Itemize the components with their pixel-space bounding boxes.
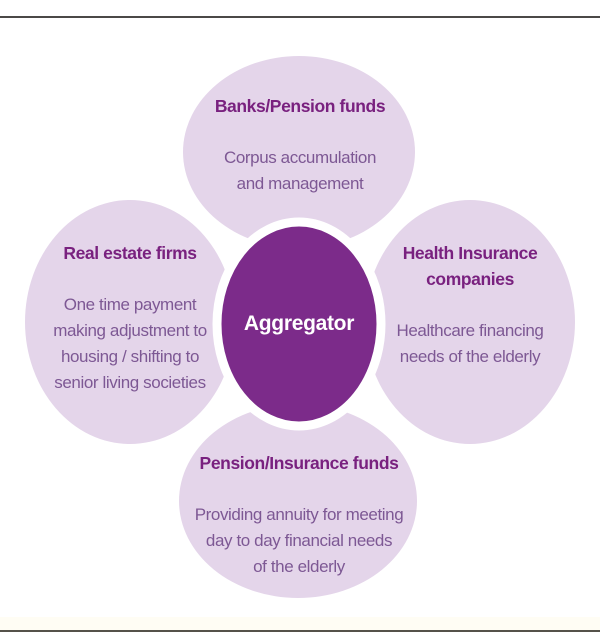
petal-ellipse-real-estate-firms: [25, 200, 235, 444]
top-border-line: [0, 16, 600, 18]
bottom-border-line: [0, 630, 600, 632]
petal-ellipse-banks-pension-funds: [183, 56, 415, 248]
petal-ellipse-pension-insurance-funds: [179, 404, 417, 598]
center-aggregator-ellipse: [212, 217, 386, 431]
footer-cream-band: [0, 617, 600, 630]
petal-ellipse-health-insurance-companies: [365, 200, 575, 444]
